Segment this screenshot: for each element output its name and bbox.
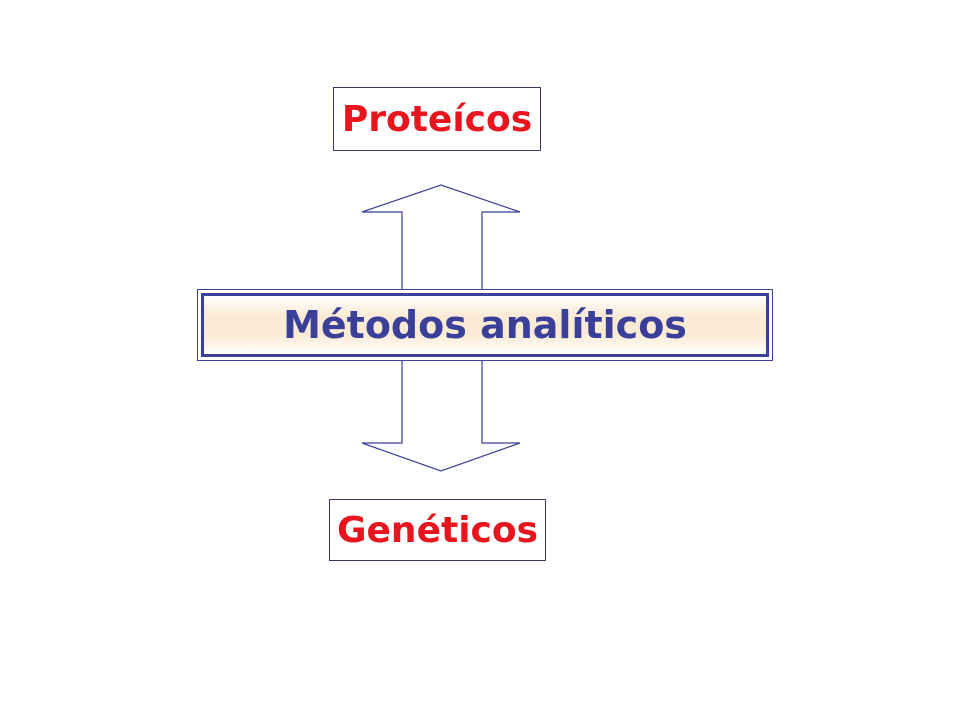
arrow-up [361, 184, 521, 291]
arrow-down [361, 359, 521, 472]
node-metodos-analiticos: Métodos analíticos [197, 289, 773, 361]
node-metodos-analiticos-inner: Métodos analíticos [201, 293, 769, 357]
node-geneticos: Genéticos [329, 499, 546, 561]
node-metodos-analiticos-label: Métodos analíticos [283, 303, 687, 347]
node-proteicos-label: Proteícos [341, 98, 533, 140]
node-proteicos: Proteícos [333, 87, 541, 151]
node-geneticos-label: Genéticos [336, 509, 539, 551]
